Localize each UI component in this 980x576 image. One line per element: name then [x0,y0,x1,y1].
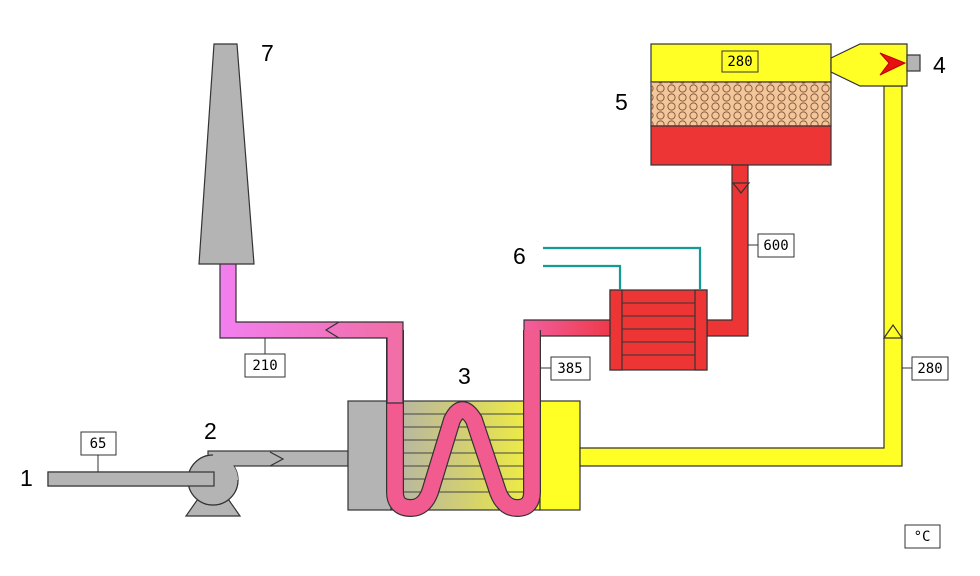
label-fan: 2 [204,418,217,444]
flow-arrow-exhaust [324,321,340,339]
flow-arrow-preheated [882,323,904,339]
temp-tag-preheated-gas: 280 [902,356,949,381]
exhaust-duct [219,261,404,404]
stack [198,43,255,265]
label-heat-recovery: 6 [513,243,526,269]
burner [830,43,921,87]
temp-tag-exchanger-outlet: 385 [540,356,591,381]
unit-label: °C [914,529,931,545]
flame-icon [879,52,907,76]
temp-preheated-gas-value: 280 [917,361,942,377]
heat-recovery-line-1 [543,246,702,290]
fan [47,450,349,517]
heat-recovery-line-2 [543,264,622,290]
exchanger-coil [387,330,540,516]
temp-tag-chamber: 280 [721,50,759,73]
unit-legend: °C [904,524,941,549]
temp-tag-stack-outlet: 210 [244,338,286,378]
label-inlet: 1 [20,465,33,491]
temp-stack-outlet-value: 210 [252,358,277,374]
flow-arrow-fan-outlet [269,451,285,467]
heat-recovery-unit [609,289,708,371]
temp-exchanger-outlet-value: 385 [557,361,582,377]
label-stack: 7 [261,40,274,66]
label-oxidizer: 5 [615,89,628,115]
ceramic-media-bed [651,82,831,126]
temp-tag-inlet: 65 [80,431,117,472]
flow-arrow-hot-gas [731,182,751,194]
thermal-oxidizer [650,43,832,166]
temp-oxidizer-outlet-value: 600 [763,238,788,254]
temp-tag-oxidizer-outlet: 600 [748,233,795,258]
temp-inlet-value: 65 [90,436,107,452]
label-exchanger: 3 [458,363,471,389]
temp-chamber-value: 280 [727,54,752,70]
label-burner: 4 [933,52,946,78]
